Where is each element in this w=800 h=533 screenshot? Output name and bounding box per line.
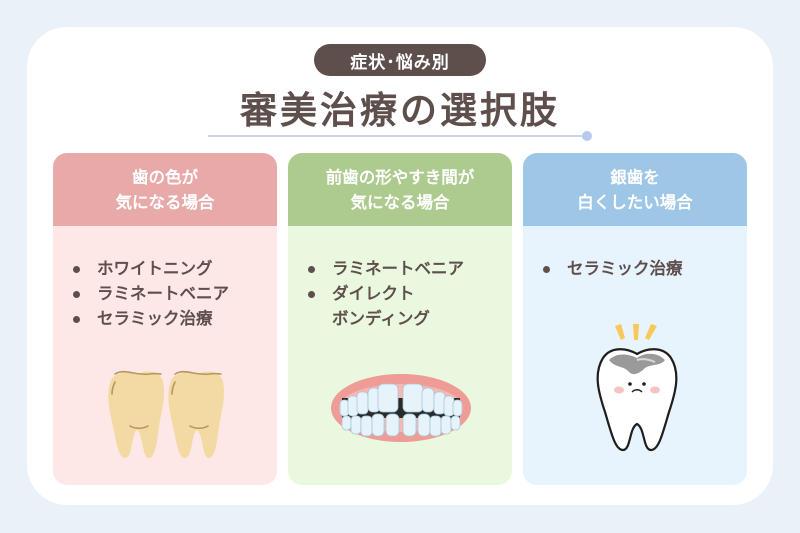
heading-line: 歯の色が <box>132 167 198 187</box>
bullet-icon <box>543 266 550 273</box>
list-item: ボンディング <box>332 309 430 328</box>
column-tooth-color: 歯の色が 気になる場合 ホワイトニング ラミネートベニア セラミック治療 <box>53 153 277 485</box>
bullet-icon <box>73 266 80 273</box>
heading-line: 白くしたい場合 <box>577 192 693 212</box>
category-badge: 症状･悩み別 <box>314 44 486 76</box>
list-item: ラミネートベニア <box>73 281 277 306</box>
treatment-list: ホワイトニング ラミネートベニア セラミック治療 <box>53 226 277 331</box>
list-item: ホワイトニング <box>73 256 277 281</box>
bullet-icon <box>308 291 315 298</box>
heading-line: 銀歯を <box>610 167 660 187</box>
column-body: ホワイトニング ラミネートベニア セラミック治療 <box>53 226 277 485</box>
heading-line: 前歯の形やすき間が <box>325 167 475 187</box>
treatment-list: セラミック治療 <box>523 226 747 281</box>
silver-filling-tooth-icon <box>596 324 678 452</box>
heading-line: 気になる場合 <box>115 192 215 212</box>
yellow-teeth-icon <box>108 370 224 458</box>
bullet-icon <box>308 266 315 273</box>
underline-dot <box>582 131 592 141</box>
column-heading: 前歯の形やすき間が 気になる場合 <box>288 153 512 226</box>
column-body: ラミネートベニア ダイレクト ボンディング <box>288 226 512 485</box>
list-item: セラミック治療 <box>543 256 747 281</box>
column-silver-teeth: 銀歯を 白くしたい場合 セラミック治療 <box>523 153 747 485</box>
column-front-teeth-shape: 前歯の形やすき間が 気になる場合 ラミネートベニア ダイレクト ボンディング <box>288 153 512 485</box>
column-heading: 歯の色が 気になる場合 <box>53 153 277 226</box>
list-item: ダイレクト <box>308 281 512 306</box>
title-underline <box>208 135 586 137</box>
bullet-icon <box>73 291 80 298</box>
column-heading: 銀歯を 白くしたい場合 <box>523 153 747 226</box>
bullet-icon <box>73 316 80 323</box>
column-body: セラミック治療 <box>523 226 747 485</box>
gapped-teeth-icon <box>331 374 471 442</box>
page-title: 審美治療の選択肢 <box>240 89 560 132</box>
treatment-list: ラミネートベニア ダイレクト ボンディング <box>288 226 512 331</box>
heading-line: 気になる場合 <box>350 192 450 212</box>
list-item: セラミック治療 <box>73 306 277 331</box>
list-item: ラミネートベニア <box>308 256 512 281</box>
